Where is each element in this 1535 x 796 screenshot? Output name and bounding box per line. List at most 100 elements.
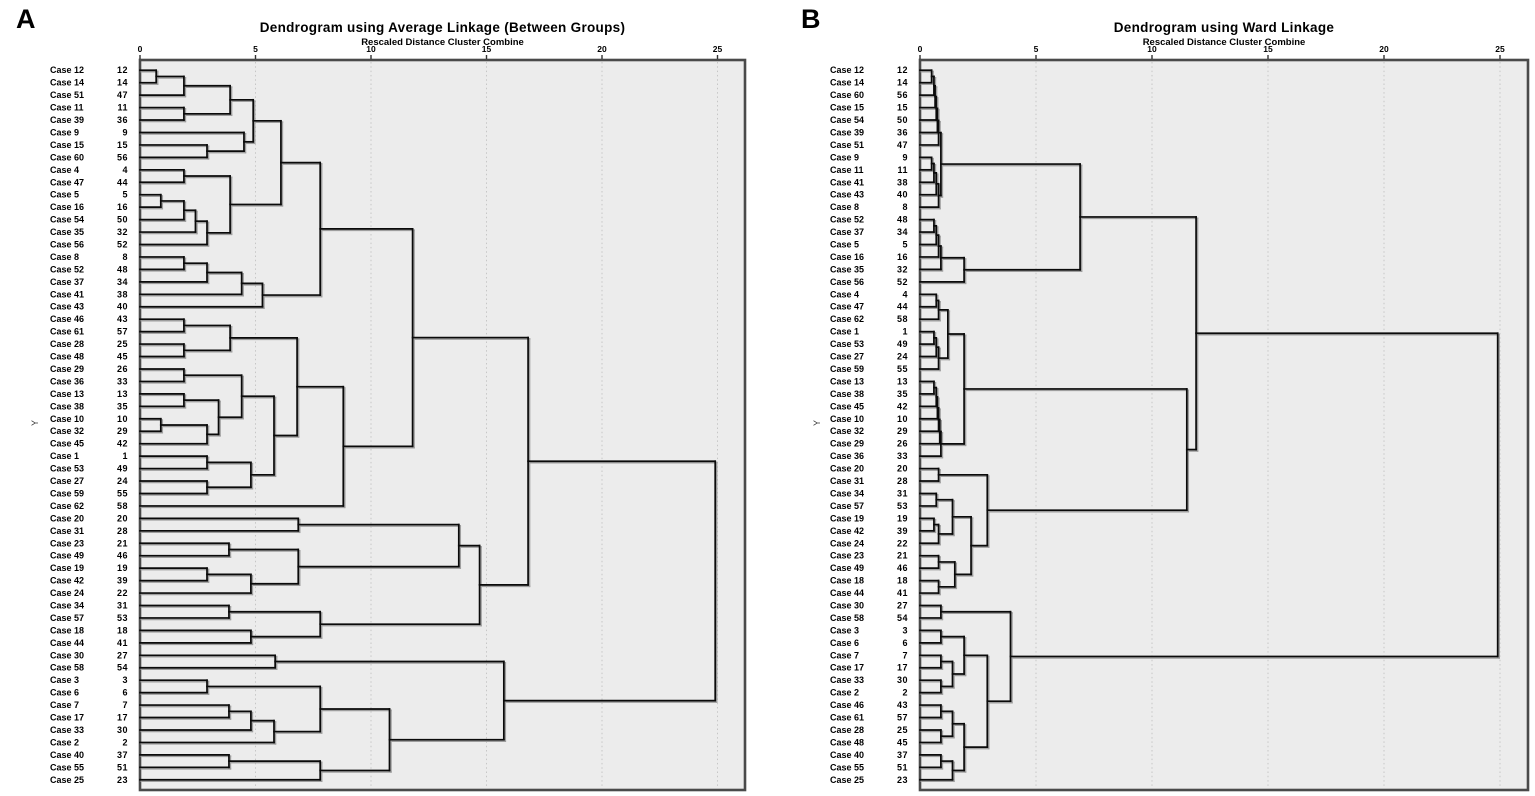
case-number: 37 [897,750,908,760]
case-label: Case 56 [50,240,84,250]
case-label: Case 44 [830,588,864,598]
case-number: 12 [117,65,128,75]
axis-tick-label: 20 [597,44,607,54]
case-label: Case 17 [830,663,864,673]
plot-area [138,58,747,792]
case-label: Case 27 [50,476,84,486]
case-label: Case 42 [50,576,84,586]
case-label: Case 2 [830,688,859,698]
case-label: Case 58 [830,613,864,623]
case-number: 43 [897,700,908,710]
case-number: 46 [117,551,128,561]
case-label: Case 13 [50,389,84,399]
case-number: 48 [117,264,128,274]
case-number: 58 [117,501,128,511]
case-number: 32 [117,227,128,237]
case-number: 45 [897,737,908,747]
case-number: 58 [897,314,908,324]
case-label: Case 24 [830,538,864,548]
case-number: 10 [117,414,128,424]
case-label: Case 51 [830,140,864,150]
case-number: 31 [897,488,908,498]
case-label: Case 9 [50,127,79,137]
case-number: 22 [117,588,128,598]
case-label: Case 32 [50,426,84,436]
case-number: 29 [897,426,908,436]
case-label: Case 10 [830,414,864,424]
case-number: 49 [897,339,908,349]
case-label: Case 5 [830,240,859,250]
case-number: 57 [897,713,908,723]
case-label: Case 60 [830,90,864,100]
case-number: 33 [117,376,128,386]
case-label: Case 10 [50,414,84,424]
plot-area [918,58,1530,792]
case-number: 4 [122,165,128,175]
case-label: Case 2 [50,737,79,747]
panel-a-subtitle: Rescaled Distance Cluster Combine [361,37,524,48]
case-number: 3 [122,675,128,685]
case-number: 30 [897,675,908,685]
case-number: 44 [117,177,128,187]
case-label: Case 45 [830,401,864,411]
case-label: Case 41 [50,289,84,299]
case-number: 15 [897,103,908,113]
case-number: 47 [897,140,908,150]
case-label: Case 20 [50,513,84,523]
case-number: 21 [117,538,128,548]
case-label: Case 8 [50,252,79,262]
case-label: Case 30 [830,601,864,611]
case-label: Case 14 [830,78,864,88]
panel-a-letter: A [16,4,36,34]
case-number: 16 [897,252,908,262]
case-number: 1 [122,451,128,461]
case-number: 13 [117,389,128,399]
case-label: Case 59 [50,488,84,498]
case-label: Case 57 [830,501,864,511]
case-number: 51 [117,762,128,772]
case-label: Case 29 [50,364,84,374]
case-label: Case 17 [50,713,84,723]
case-label: Case 47 [50,177,84,187]
case-number: 11 [897,165,908,175]
case-label: Case 54 [830,115,864,125]
case-label: Case 23 [50,538,84,548]
case-label: Case 18 [830,576,864,586]
case-label: Case 35 [50,227,84,237]
case-number: 28 [897,476,908,486]
case-label: Case 39 [830,127,864,137]
case-label: Case 43 [50,302,84,312]
case-number: 50 [117,215,128,225]
case-number: 52 [897,277,908,287]
case-number: 39 [117,576,128,586]
panel-b-letter: B [801,4,821,34]
case-number: 8 [902,202,908,212]
case-number: 32 [897,264,908,274]
case-number: 22 [897,538,908,548]
case-number: 3 [902,625,908,635]
case-number: 5 [902,240,908,250]
axis-tick-label: 5 [1034,44,1039,54]
case-label: Case 16 [830,252,864,262]
case-label: Case 38 [830,389,864,399]
case-label: Case 62 [830,314,864,324]
case-label: Case 46 [830,700,864,710]
case-number: 38 [897,177,908,187]
case-label: Case 15 [50,140,84,150]
case-number: 20 [897,464,908,474]
case-number: 17 [117,713,128,723]
case-label: Case 60 [50,152,84,162]
case-number: 46 [897,563,908,573]
case-number: 36 [117,115,128,125]
case-number: 13 [897,376,908,386]
case-number: 54 [897,613,908,623]
case-label: Case 42 [830,526,864,536]
case-label: Case 54 [50,215,84,225]
case-number: 27 [117,650,128,660]
case-label: Case 37 [830,227,864,237]
case-label: Case 14 [50,78,84,88]
case-number: 45 [117,352,128,362]
case-number: 10 [897,414,908,424]
case-number: 40 [117,302,128,312]
